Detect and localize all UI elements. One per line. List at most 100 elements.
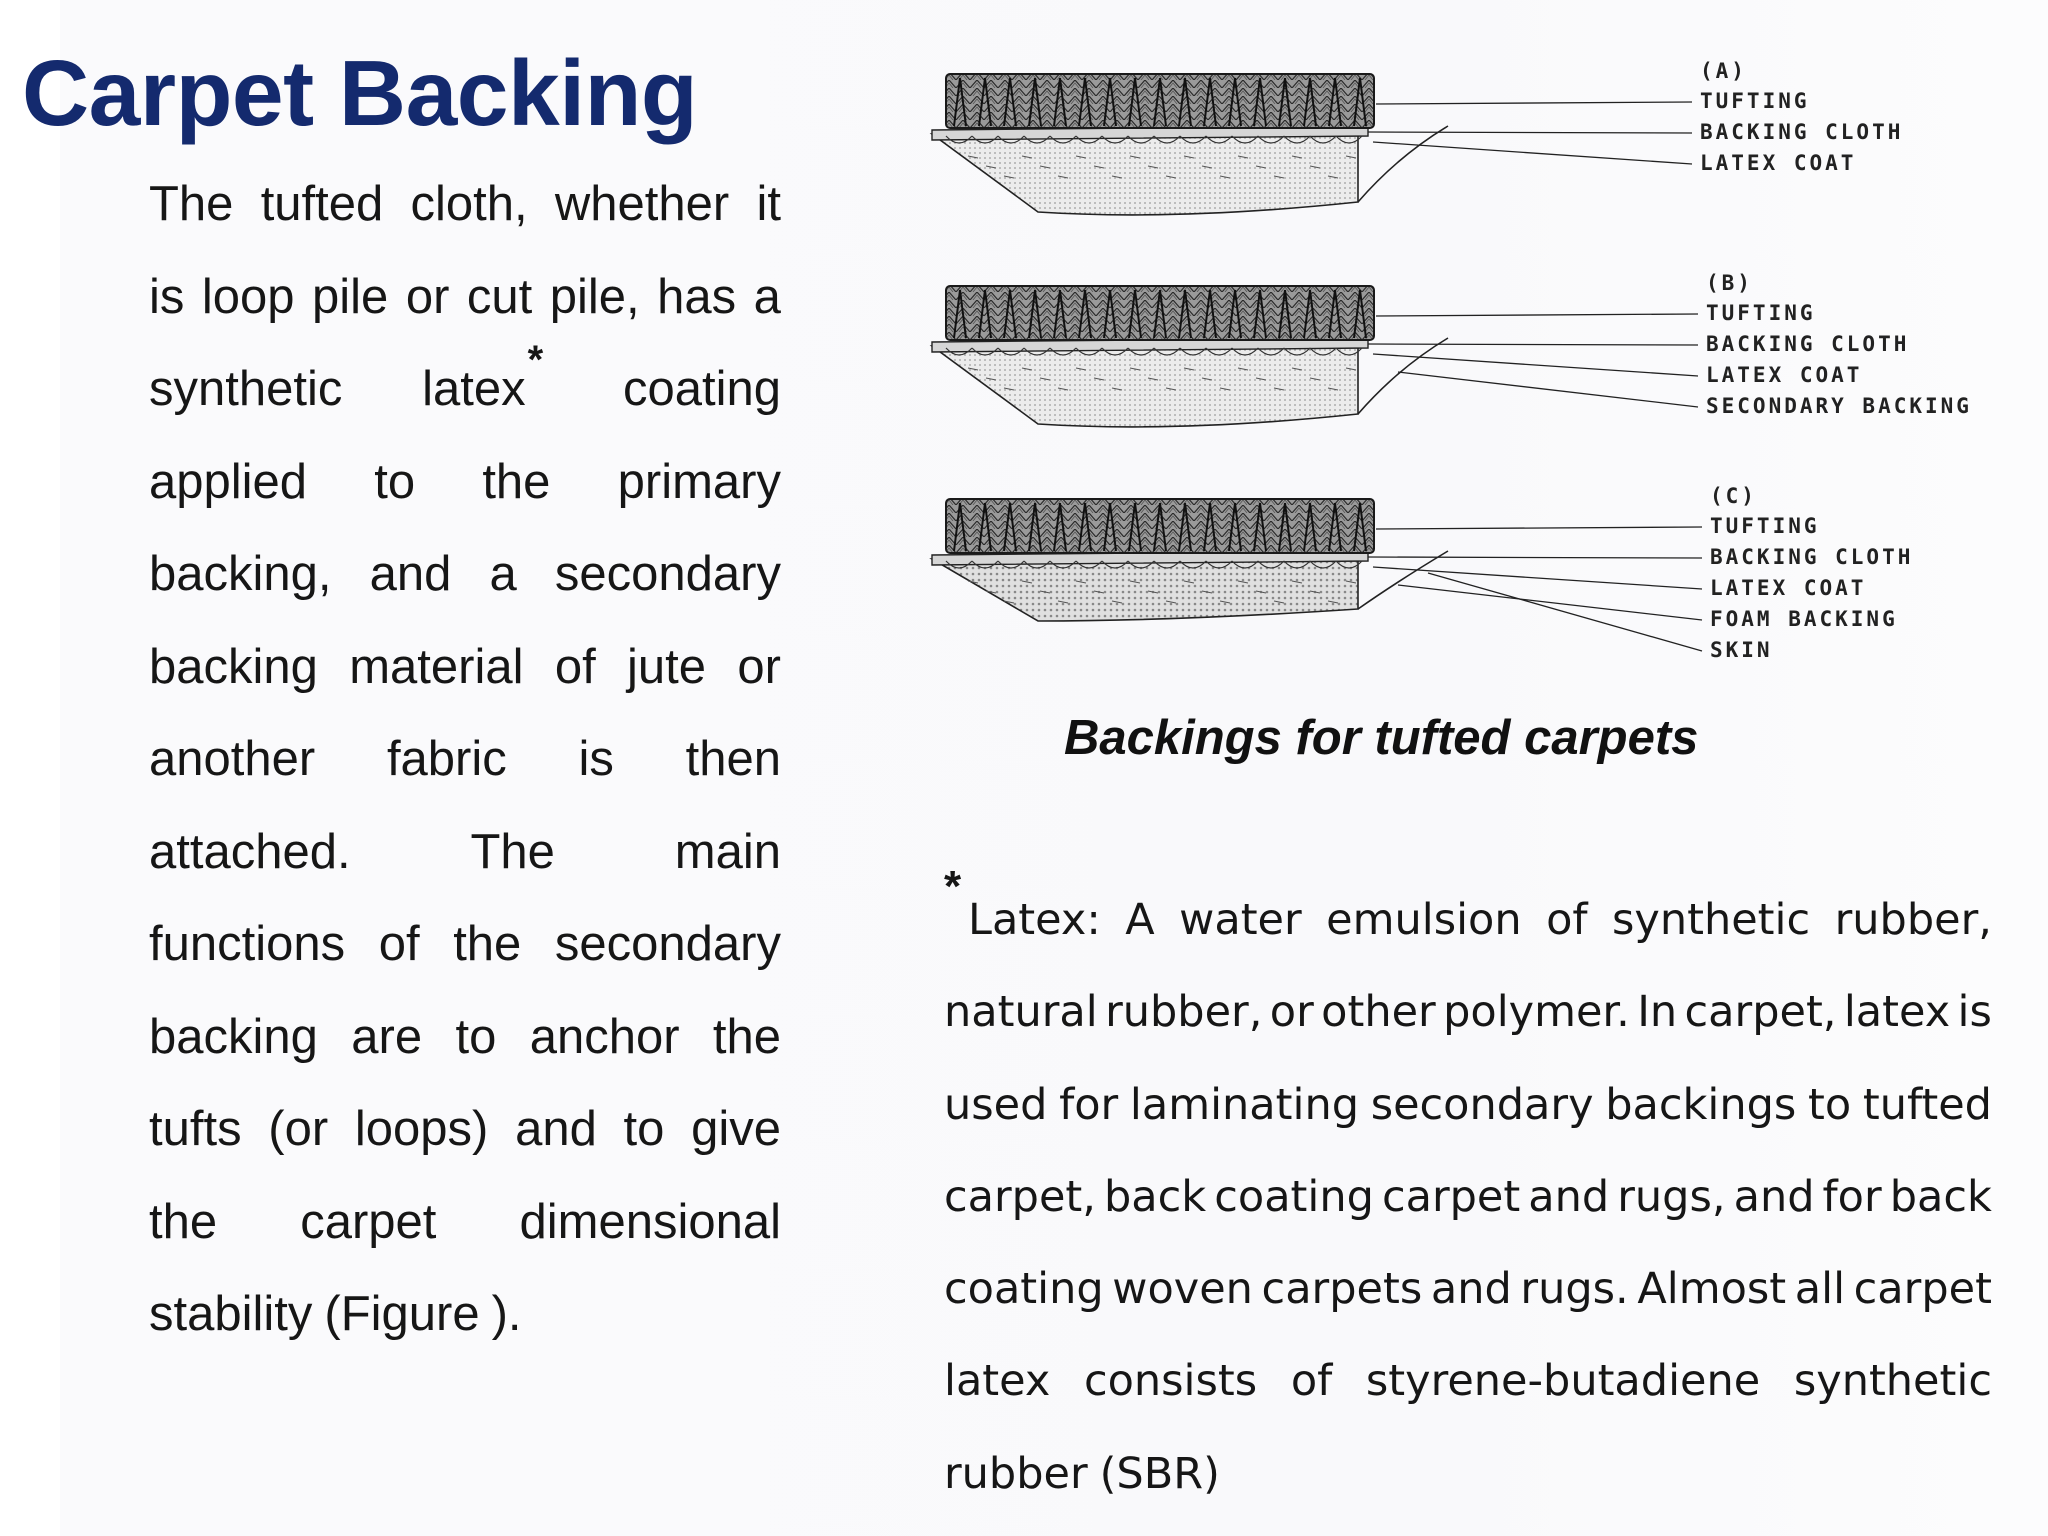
underside-hatch [1345, 580, 1357, 584]
body-word: the [149, 1194, 218, 1249]
latex-wave [971, 135, 999, 144]
body-word: tufted [260, 177, 384, 231]
body-word: it [756, 177, 782, 231]
footnote-word: water [1179, 895, 1302, 945]
underside-hatch [1219, 175, 1231, 179]
body-word: backing [149, 1009, 318, 1064]
tuft-loop [1078, 502, 1092, 552]
latex-wave [1231, 560, 1259, 569]
tuft-loop [1053, 289, 1067, 339]
latex-wave [1205, 135, 1233, 144]
footnote-word: Almost [1637, 1264, 1787, 1315]
underside-hatch [1039, 590, 1051, 594]
underside-hatch [1237, 367, 1249, 371]
latex-wave [971, 560, 999, 569]
tuft-loop [1103, 77, 1117, 127]
body-word: (or [268, 1102, 329, 1156]
underside-hatch [1147, 590, 1159, 594]
body-word: cloth, [410, 177, 528, 231]
body-word: stability [149, 1287, 313, 1341]
underside-hatch [1237, 155, 1249, 159]
underside-hatch [1075, 580, 1087, 584]
underside-hatch [1291, 367, 1303, 371]
label-leader-line [1367, 343, 1699, 346]
body-word: whether [554, 177, 730, 231]
underside-hatch [967, 580, 979, 584]
footnote-word: laminating [1129, 1079, 1359, 1130]
underside-hatch [1147, 165, 1159, 169]
tuft-loop [1328, 502, 1342, 552]
label-leader-line [1372, 353, 1699, 377]
latex-wave [1101, 135, 1129, 144]
underside-hatch [1057, 600, 1069, 604]
diagram-label: LATEX COAT [1710, 576, 1866, 600]
body-word: are [351, 1009, 423, 1064]
tufting-block [945, 498, 1375, 554]
footnote-word: for [1059, 1079, 1119, 1130]
body-word: dimensional [519, 1194, 782, 1249]
underside-hatch [1255, 590, 1267, 594]
latex-wave [1023, 135, 1051, 144]
footnote-word: rubber, [1105, 987, 1263, 1038]
label-leader-line [1372, 566, 1703, 590]
underside-hatch [1147, 377, 1159, 381]
diagram-label: TUFTING [1700, 89, 1810, 113]
body-word: is [149, 269, 185, 324]
footnote-word: latex [1843, 987, 1951, 1038]
body-word: to [455, 1009, 497, 1064]
diagram-label: LATEX COAT [1700, 151, 1856, 175]
latex-wave [945, 135, 973, 144]
latex-wave [1179, 135, 1207, 144]
latex-wave [1309, 347, 1337, 356]
footnote-word: rubber, [1834, 895, 1992, 945]
body-word: The [470, 824, 555, 879]
label-leader-line [1397, 584, 1703, 621]
body-word: backing, [149, 547, 332, 601]
footnote-word: backings [1605, 1079, 1797, 1130]
footnote-word: In [1637, 987, 1678, 1038]
latex-wave [1283, 347, 1311, 356]
underside-hatch [1219, 387, 1231, 391]
tuft-loop [1003, 502, 1017, 552]
tuft-loop [1078, 77, 1092, 127]
underside-hatch [1165, 387, 1177, 391]
footnote-word: to [1808, 1079, 1852, 1130]
body-word: has [657, 269, 737, 324]
underside-hatch [1201, 165, 1213, 169]
underside-hatch [1129, 580, 1141, 584]
underside-hatch [985, 165, 997, 169]
tuft-loop [1253, 502, 1267, 552]
latex-wave [1075, 347, 1103, 356]
body-word: anchor [529, 1009, 680, 1064]
tuft-loop [1278, 502, 1292, 552]
body-word: pile [312, 269, 389, 324]
diagram-label: SECONDARY BACKING [1706, 394, 1972, 418]
latex-wave [1127, 560, 1155, 569]
footnote-word: synthetic [1612, 895, 1811, 945]
underside-hatch [1165, 600, 1177, 604]
latex-wave [1257, 347, 1285, 356]
latex-wave [1101, 347, 1129, 356]
underside-hatch [1309, 590, 1321, 594]
underside-hatch [1201, 377, 1213, 381]
latex-wave [1153, 135, 1181, 144]
underside-hatch [1039, 377, 1051, 381]
footnote-word: and [1733, 1171, 1815, 1222]
footnote-word: A [1125, 895, 1155, 945]
footnote-word: carpet [1853, 1264, 1992, 1315]
body-word: to [374, 454, 416, 509]
body-word: of [554, 639, 596, 694]
tuft-loop [1103, 289, 1117, 339]
latex-wave [997, 560, 1025, 569]
underside-hatch [1075, 367, 1087, 371]
body-word: the [482, 454, 551, 509]
latex-wave [1023, 560, 1051, 569]
tufting-block [945, 285, 1375, 341]
